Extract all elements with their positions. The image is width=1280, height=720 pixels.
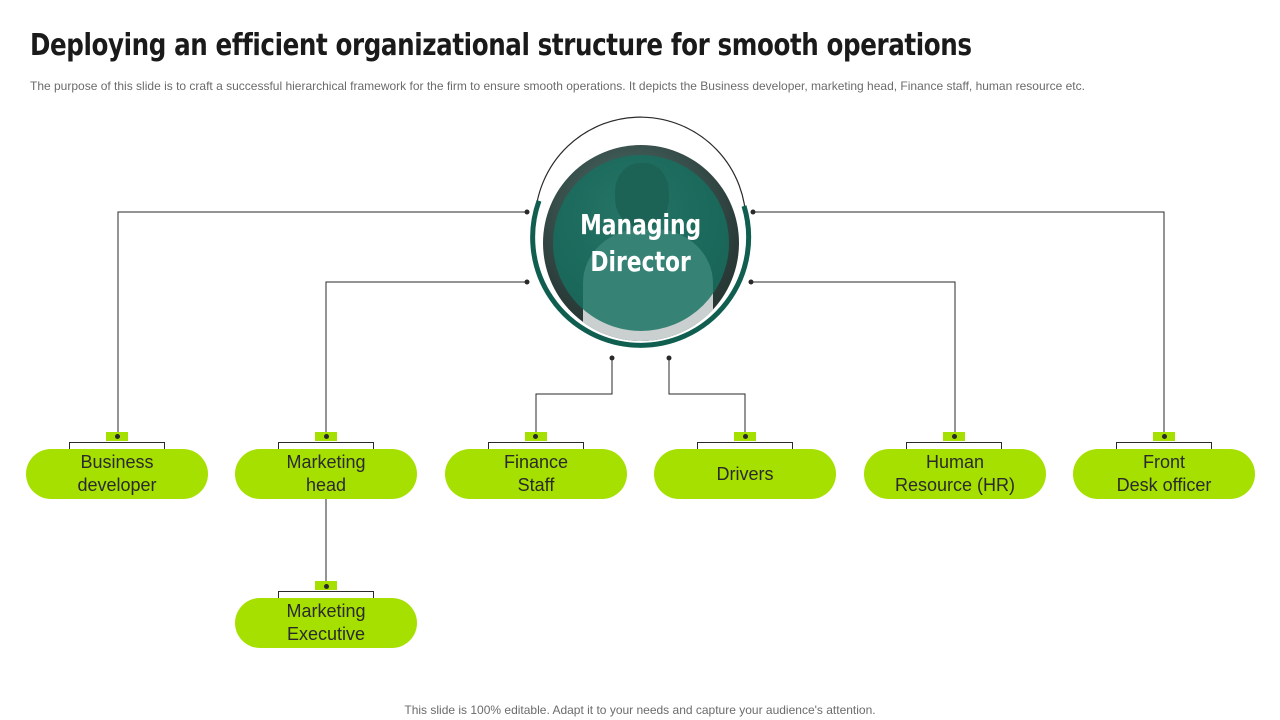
bracket-human-resource <box>906 442 1002 449</box>
line-business-developer <box>117 211 527 437</box>
dot-center-marketing <box>524 279 530 285</box>
line-front-desk-officer <box>753 211 1165 437</box>
bracket-marketing-executive <box>278 591 374 598</box>
slide-subtitle: The purpose of this slide is to craft a … <box>30 79 1085 93</box>
bracket-marketing-head <box>278 442 374 449</box>
director-overlay <box>553 155 729 331</box>
node-marketing-head: Marketing head <box>235 449 417 499</box>
dot-center-hr <box>748 279 754 285</box>
dot-front-desk-officer <box>1162 434 1167 439</box>
slide-title: Deploying an efficient organizational st… <box>30 28 972 63</box>
line-drivers <box>668 358 746 437</box>
ring-arc-green <box>530 199 752 348</box>
dot-center-business <box>524 209 530 215</box>
dot-center-finance <box>609 355 615 361</box>
dot-human-resource <box>952 434 957 439</box>
node-marketing-executive: Marketing Executive <box>235 598 417 648</box>
node-drivers: Drivers <box>654 449 836 499</box>
dot-drivers <box>743 434 748 439</box>
line-finance-staff <box>535 358 613 437</box>
node-business-developer: Business developer <box>26 449 208 499</box>
director-photo <box>543 145 739 341</box>
dot-marketing-head <box>324 434 329 439</box>
dot-finance-staff <box>533 434 538 439</box>
node-front-desk-officer: Front Desk officer <box>1073 449 1255 499</box>
dot-center-drivers <box>666 355 672 361</box>
node-finance-staff: Finance Staff <box>445 449 627 499</box>
bracket-business-developer <box>69 442 165 449</box>
bracket-drivers <box>697 442 793 449</box>
dot-marketing-executive <box>324 584 329 589</box>
managing-director-label: Managing Director <box>580 208 702 278</box>
slide-footer: This slide is 100% editable. Adapt it to… <box>404 703 876 717</box>
node-human-resource: Human Resource (HR) <box>864 449 1046 499</box>
dot-business-developer <box>115 434 120 439</box>
bracket-finance-staff <box>488 442 584 449</box>
managing-director-node: Managing Director <box>529 131 753 355</box>
dot-center-frontdesk <box>750 209 756 215</box>
line-human-resource <box>751 281 956 437</box>
bracket-front-desk-officer <box>1116 442 1212 449</box>
line-marketing-head <box>325 281 527 437</box>
ring-arc-gray <box>534 116 747 225</box>
